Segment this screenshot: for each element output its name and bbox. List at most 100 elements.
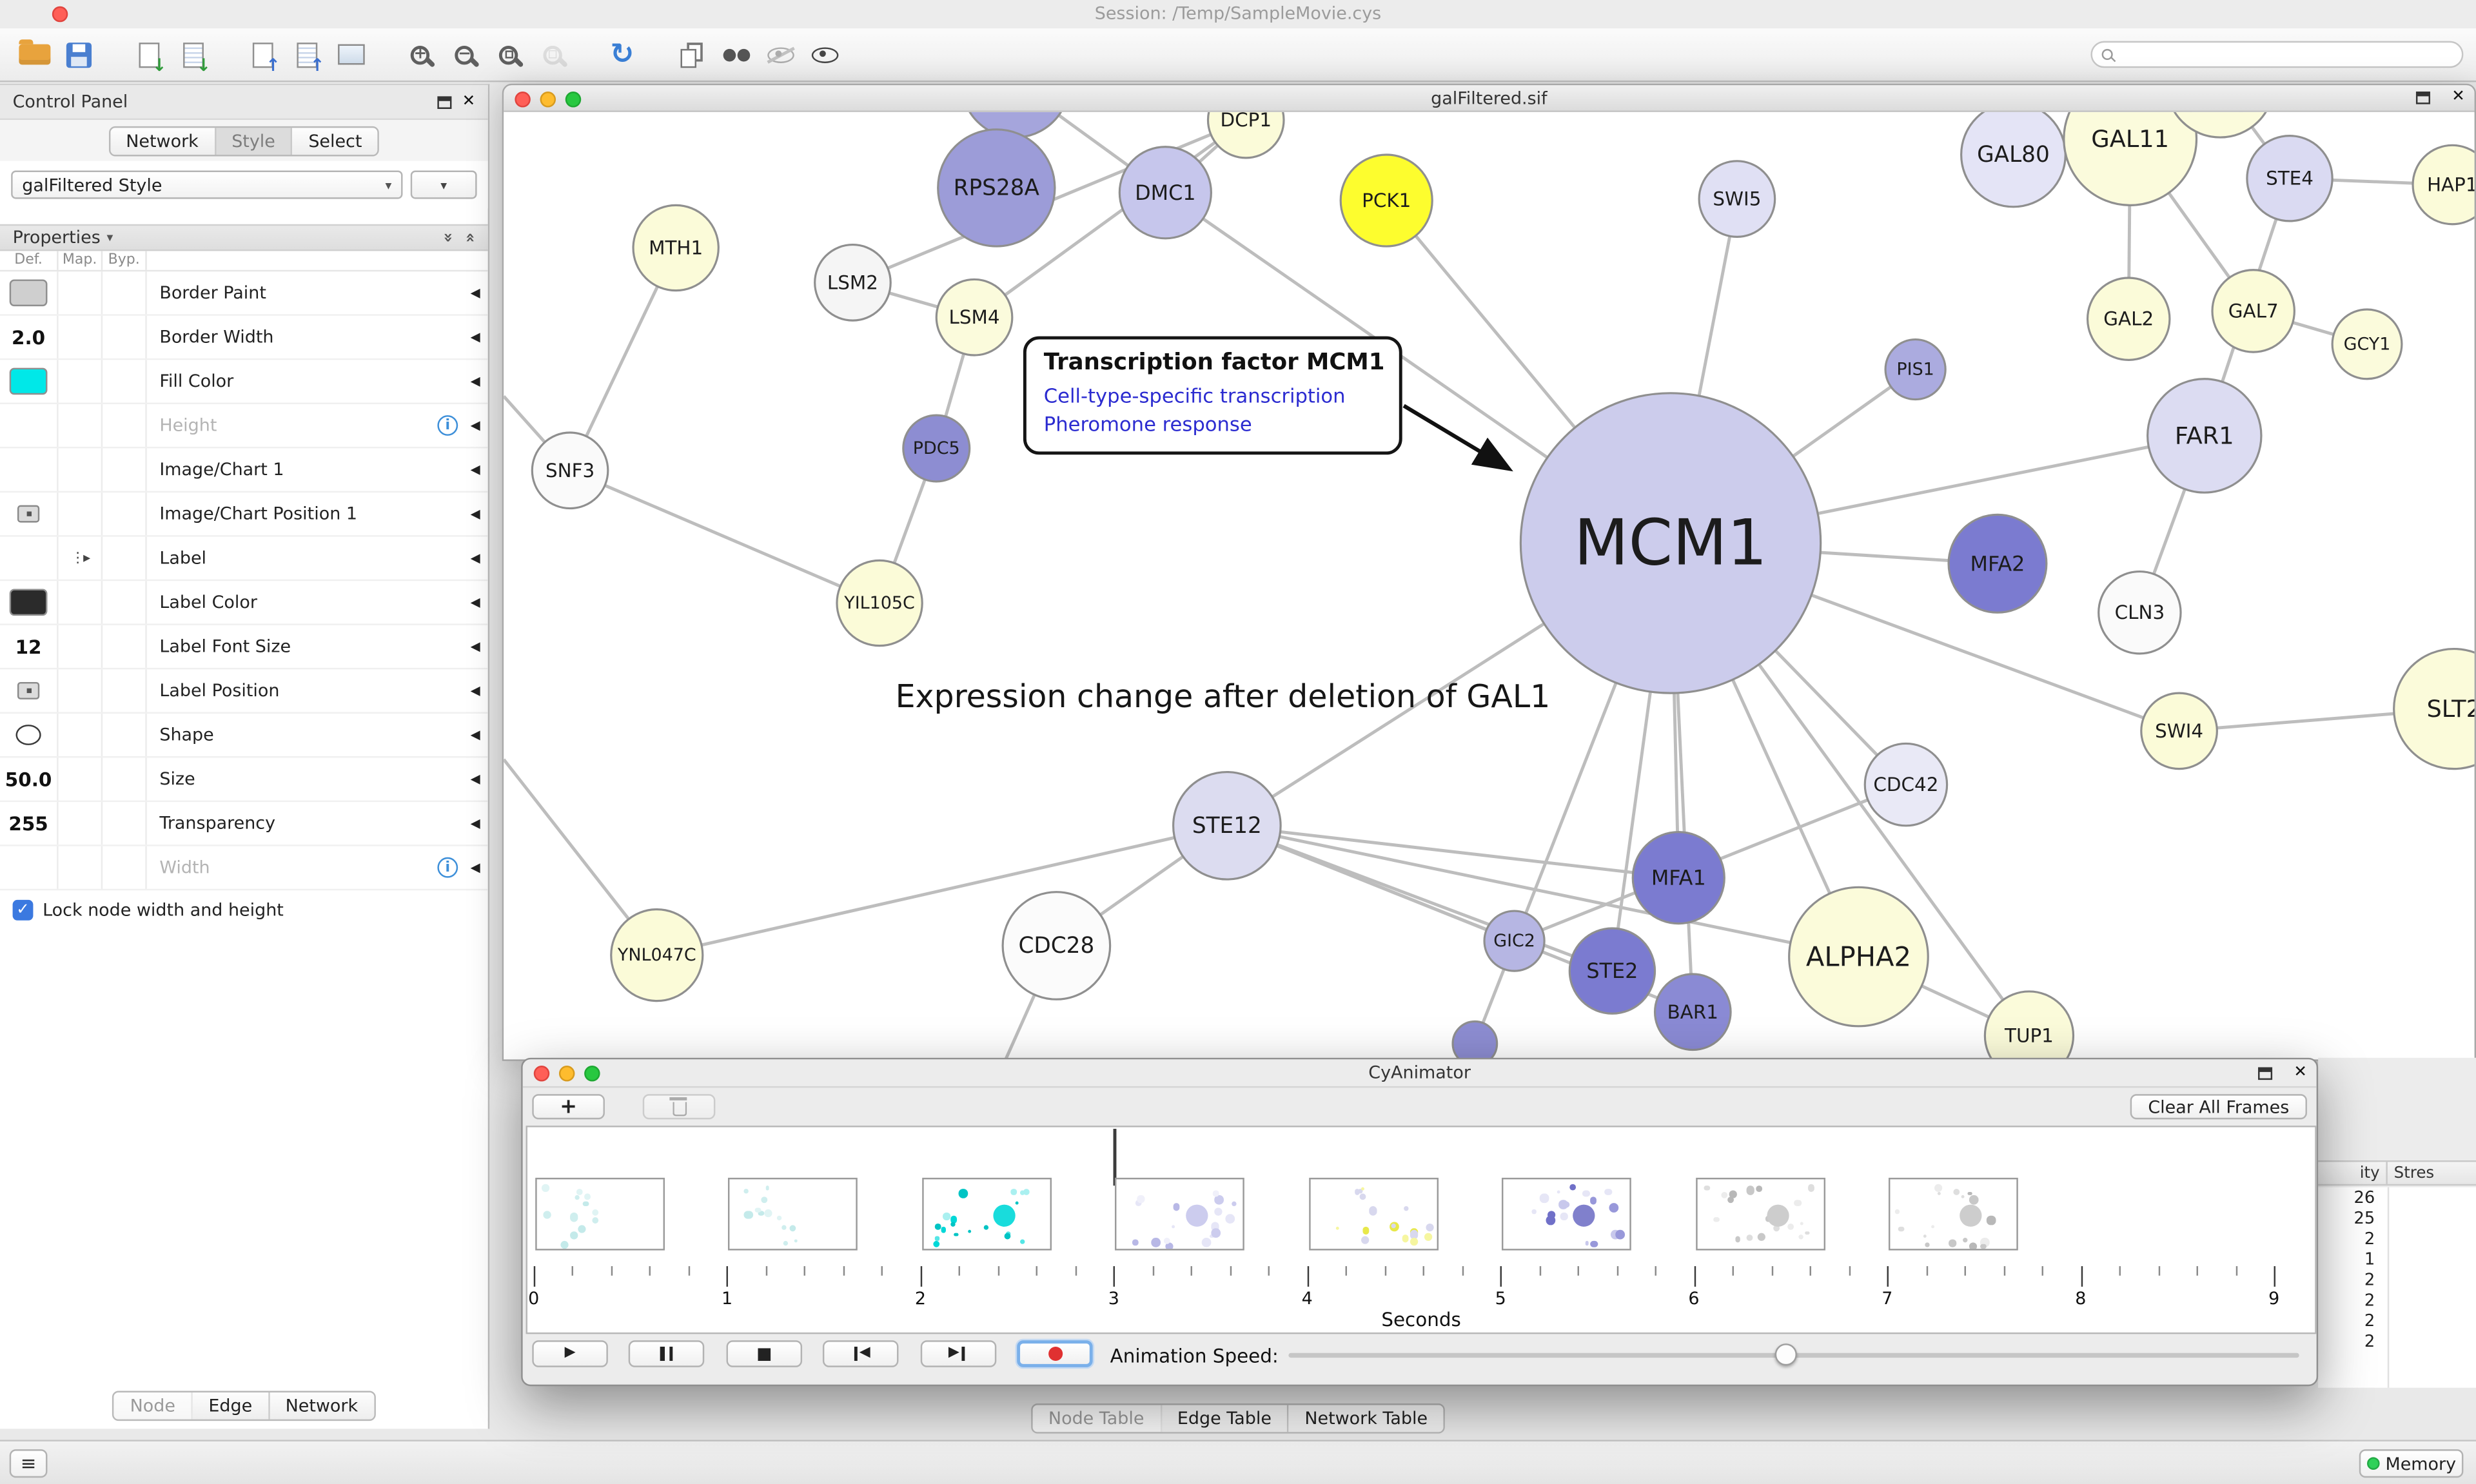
skip-to-start-button[interactable]: ◀ [823,1340,899,1367]
float-window-icon[interactable] [2257,1067,2272,1080]
network-node-gal2[interactable] [2086,277,2171,361]
frame-thumbnail-6[interactable] [1695,1177,1825,1251]
network-canvas[interactable]: RPS28BDCP1RPS28ADMC1PCK1SWI5GAL80GAL11ST… [504,112,2475,1060]
table-row[interactable]: 25 [2318,1207,2476,1228]
expand-arrow-icon[interactable]: ◀ [470,507,480,522]
property-row-image-chart-position-1[interactable]: Image/Chart Position 1◀ [0,493,488,537]
mapping-cell[interactable] [59,315,103,358]
save-session-button[interactable] [57,34,101,75]
frame-thumbnail-2[interactable] [921,1177,1052,1251]
float-window-icon[interactable] [2415,92,2430,104]
playhead[interactable] [1114,1129,1117,1186]
bypass-cell[interactable] [103,271,147,315]
delete-frame-button[interactable] [642,1094,716,1120]
open-session-button[interactable] [13,34,57,75]
property-row-border-paint[interactable]: Border Paint◀ [0,271,488,316]
default-cell[interactable] [0,360,59,403]
zoom-out-button[interactable]: − [442,34,487,75]
hide-selected-button[interactable] [758,34,803,75]
property-row-label-color[interactable]: Label Color◀ [0,581,488,625]
property-row-fill-color[interactable]: Fill Color◀ [0,360,488,404]
table-row[interactable]: 2 [2318,1311,2476,1331]
mapping-cell[interactable] [59,757,103,801]
default-cell[interactable]: 12 [0,625,59,668]
attribute-tab-edge[interactable]: Edge [192,1392,270,1420]
bypass-cell[interactable] [103,536,147,580]
frame-thumbnail-7[interactable] [1889,1177,2019,1251]
fit-content-button[interactable] [486,34,531,75]
mapping-cell[interactable]: ⋮▸ [59,536,103,580]
refresh-button[interactable]: ↻ [600,34,645,75]
network-node-pdc5[interactable] [902,414,971,483]
mapping-cell[interactable] [59,846,103,889]
close-window-icon[interactable] [52,6,68,23]
minimize-icon[interactable] [540,90,556,107]
network-node-cdc42[interactable] [1863,742,1949,827]
style-options-button[interactable]: ▾ [410,170,477,199]
default-cell[interactable] [0,713,59,757]
tab-edge-table[interactable]: Edge Table [1161,1405,1289,1432]
network-node-mfa2[interactable] [1947,513,2048,614]
default-value[interactable]: 255 [8,812,48,835]
network-node-gic2[interactable] [1483,910,1546,972]
minimize-icon[interactable] [558,1066,575,1082]
network-node-alpha2[interactable] [1788,886,1929,1028]
color-swatch[interactable] [9,367,48,395]
skip-to-end-button[interactable]: ▶ [919,1340,996,1367]
network-node-mcm1[interactable] [1519,392,1822,694]
frame-thumbnail-1[interactable] [729,1177,858,1251]
network-node-far1[interactable] [2147,378,2263,494]
mapping-icon[interactable]: ⋮▸ [70,550,91,566]
table-row[interactable]: 1 [2318,1249,2476,1269]
default-cell[interactable] [0,271,59,315]
expand-all-icon[interactable]: » [461,232,479,243]
default-value[interactable]: 12 [15,635,42,658]
network-node-bar1[interactable] [1653,973,1732,1051]
network-node-pis1[interactable] [1884,338,1947,401]
maximize-icon[interactable] [565,90,582,107]
show-all-button[interactable] [802,34,847,75]
network-node-top2[interactable] [2166,112,2274,139]
property-row-label[interactable]: ⋮▸Label◀ [0,536,488,581]
default-cell[interactable] [0,404,59,447]
bypass-cell[interactable] [103,360,147,403]
tab-node-table[interactable]: Node Table [1032,1405,1162,1432]
default-cell[interactable] [0,846,59,889]
mapping-cell[interactable] [59,802,103,845]
table-row[interactable]: 26 [2318,1187,2476,1208]
network-edge[interactable] [1226,824,1859,959]
zoom-in-button[interactable]: + [398,34,442,75]
default-value[interactable]: 50.0 [5,768,52,790]
mapping-cell[interactable] [59,669,103,712]
network-window-titlebar[interactable]: galFiltered.sif ✕ [504,85,2475,112]
mapping-cell[interactable] [59,625,103,668]
default-cell[interactable] [0,493,59,536]
network-node-slt2[interactable] [2393,647,2475,770]
network-node-yil105c[interactable] [836,559,923,647]
tab-select[interactable]: Select [292,127,378,154]
mapping-cell[interactable] [59,581,103,624]
network-node-gcy1[interactable] [2331,308,2403,380]
expand-arrow-icon[interactable]: ◀ [470,286,480,300]
property-row-label-position[interactable]: Label Position◀ [0,669,488,714]
table-row[interactable]: 2 [2318,1228,2476,1249]
mapping-cell[interactable] [59,360,103,403]
bypass-cell[interactable] [103,581,147,624]
close-view-icon[interactable]: ✕ [2451,88,2465,106]
tab-network-table[interactable]: Network Table [1288,1405,1444,1432]
lock-size-checkbox[interactable]: ✓ [12,899,34,921]
export-network-button[interactable]: ↑ [240,34,284,75]
network-node-rps28a[interactable] [937,128,1056,248]
tab-style[interactable]: Style [215,127,293,154]
bypass-cell[interactable] [103,669,147,712]
network-node-ynl047c[interactable] [610,908,704,1002]
expand-arrow-icon[interactable]: ◀ [470,683,480,698]
bypass-cell[interactable] [103,846,147,889]
annotation-link[interactable]: Cell-type-specific transcription [1043,384,1346,407]
bypass-cell[interactable] [103,802,147,845]
bypass-cell[interactable] [103,315,147,358]
